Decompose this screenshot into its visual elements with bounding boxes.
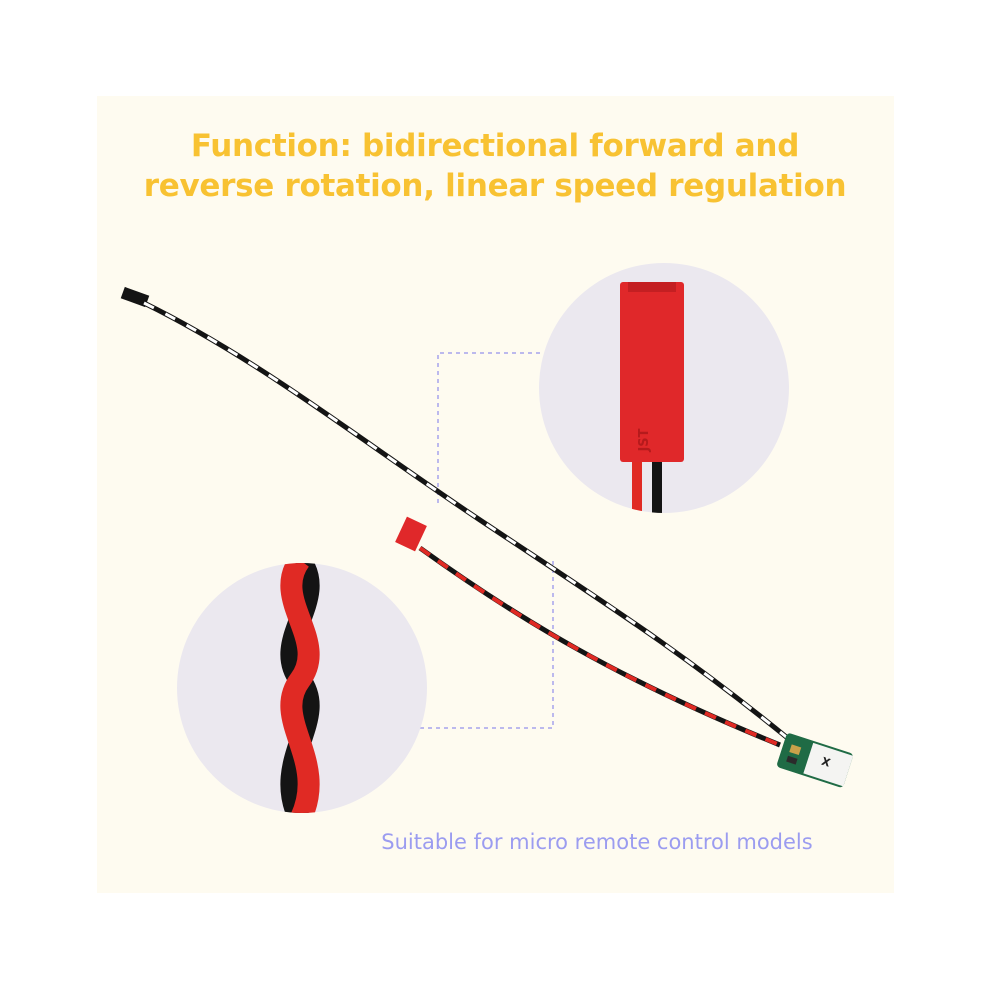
headline: Function: bidirectional forward and reve… — [0, 126, 990, 206]
connector-zoom-circle: JST — [539, 263, 789, 513]
headline-line-1: Function: bidirectional forward and — [190, 128, 800, 164]
jst-connector-small — [395, 516, 427, 552]
caption: Suitable for micro remote control models — [381, 830, 813, 854]
wire-zoom-circle — [177, 563, 427, 813]
jst-marking: JST — [637, 428, 652, 452]
servo-signal-cable — [120, 286, 792, 742]
headline-line-2: reverse rotation, linear speed regulatio… — [143, 168, 847, 204]
dashed-guide-lines — [420, 352, 554, 729]
servo-plug — [120, 286, 150, 308]
esc-board: X — [777, 733, 854, 788]
power-cable — [395, 516, 781, 748]
